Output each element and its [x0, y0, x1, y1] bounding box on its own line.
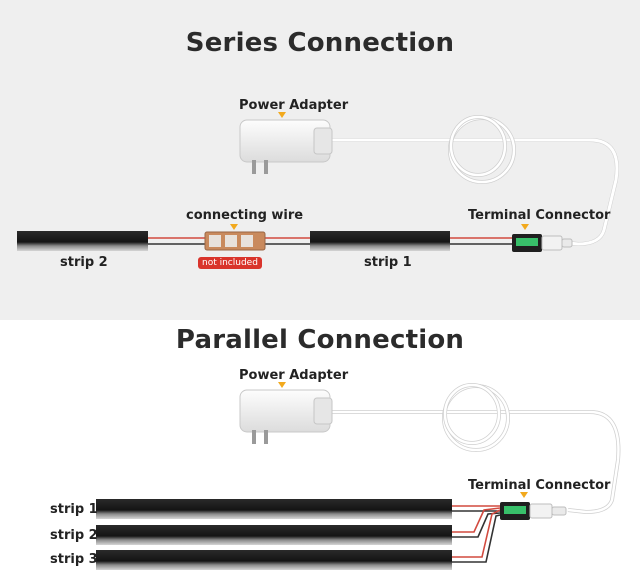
- parallel-strip-1-label: strip 1: [50, 502, 98, 517]
- parallel-terminal-connector-label: Terminal Connector: [468, 478, 611, 493]
- series-strip-1-label: strip 1: [364, 255, 412, 270]
- parallel-wires: [452, 505, 501, 563]
- series-terminal-pointer: [521, 224, 529, 230]
- series-wire-pointer: [230, 224, 238, 230]
- series-terminal-connector: [512, 234, 573, 252]
- parallel-cable-coil: [442, 383, 510, 452]
- series-power-adapter-label: Power Adapter: [239, 98, 349, 113]
- series-strip-2-label: strip 2: [60, 255, 108, 270]
- series-adapter-cable: [328, 138, 619, 247]
- parallel-terminal-pointer: [520, 492, 528, 498]
- parallel-power-adapter: [239, 389, 333, 444]
- parallel-adapter-cable: [328, 410, 621, 515]
- parallel-strip-3-label: strip 3: [50, 552, 98, 567]
- series-power-adapter: [239, 119, 333, 174]
- series-cable-coil: [448, 115, 516, 184]
- parallel-adapter-pointer: [278, 382, 286, 388]
- series-strip-1: [310, 231, 450, 251]
- series-wire-connector: [204, 231, 266, 251]
- parallel-power-adapter-label: Power Adapter: [239, 368, 349, 383]
- parallel-strip-2-label: strip 2: [50, 528, 98, 543]
- series-terminal-connector-label: Terminal Connector: [468, 208, 611, 223]
- parallel-strip-3: [96, 550, 452, 570]
- series-connecting-wire: [148, 237, 512, 245]
- parallel-title: Parallel Connection: [175, 325, 465, 355]
- not-included-badge: not included: [198, 257, 262, 269]
- series-connecting-wire-label: connecting wire: [186, 208, 304, 223]
- series-strip-2: [17, 231, 148, 251]
- series-adapter-pointer: [278, 112, 286, 118]
- series-title: Series Connection: [185, 28, 455, 58]
- parallel-terminal-connector: [500, 502, 567, 520]
- parallel-strip-1: [96, 499, 452, 519]
- parallel-strip-2: [96, 525, 452, 545]
